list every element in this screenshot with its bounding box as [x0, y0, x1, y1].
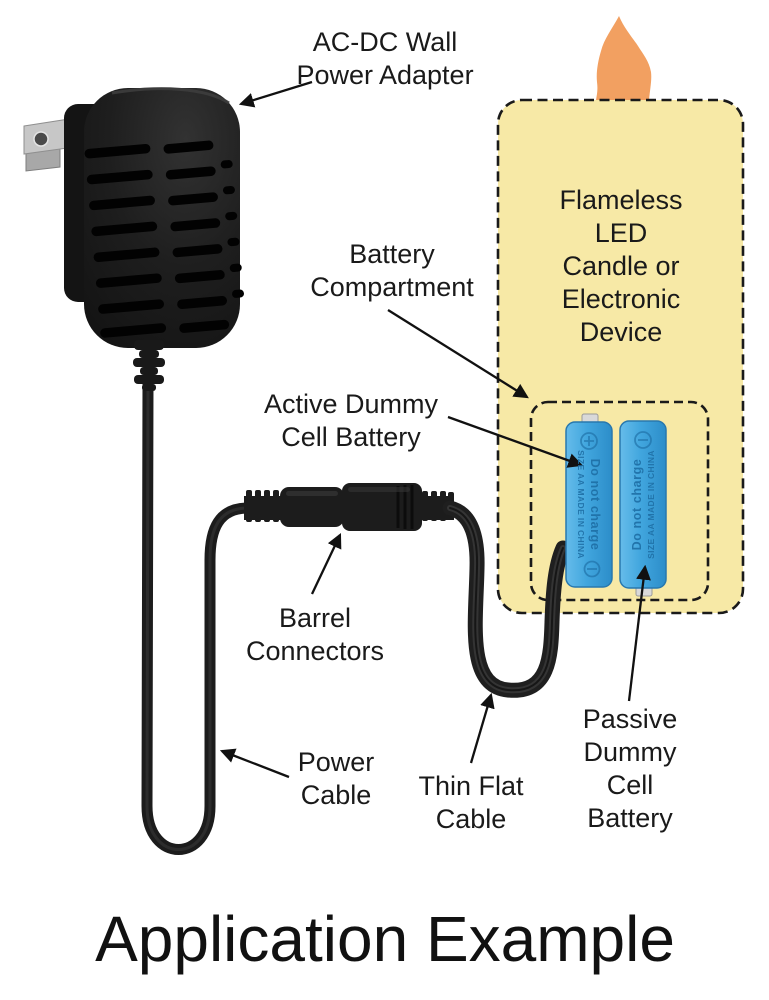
page-title: Application Example — [95, 903, 675, 975]
device-box — [496, 98, 745, 615]
active-dummy-battery — [565, 413, 613, 588]
arrow-to-barrel — [310, 532, 342, 595]
arrow-to-compartment — [387, 309, 529, 399]
label-passive-dummy-battery: Passive Dummy Cell Battery — [582, 704, 678, 833]
label-battery-compartment: Battery Compartment — [310, 239, 474, 302]
arrow-to-flat-cable — [469, 692, 495, 764]
adapter-strain-relief — [133, 340, 165, 391]
label-barrel-connectors: Barrel Connectors — [245, 603, 385, 666]
arrow-to-active-battery — [447, 415, 584, 468]
barrel-connectors-illustration — [244, 483, 454, 531]
arrow-to-passive-battery — [627, 564, 651, 702]
label-thin-flat-cable: Thin Flat Cable — [418, 771, 524, 834]
label-ac-dc-adapter: AC-DC Wall Power Adapter — [296, 27, 474, 90]
battery-compartment-box — [529, 400, 710, 602]
thin-flat-cable — [442, 500, 571, 698]
wall-adapter-illustration — [23, 87, 245, 391]
label-power-cable: Power Cable — [297, 747, 375, 810]
arrow-to-power-cable — [219, 748, 290, 779]
label-flameless-device: Flameless LED Candle or Electronic Devic… — [559, 185, 683, 347]
adapter-vents — [84, 140, 245, 338]
arrow-to-adapter — [238, 80, 313, 108]
flame-icon — [596, 16, 652, 100]
passive-dummy-battery — [619, 420, 667, 597]
power-cable — [141, 376, 252, 855]
label-active-dummy-battery: Active Dummy Cell Battery — [263, 389, 439, 452]
annotation-arrows — [219, 80, 651, 779]
